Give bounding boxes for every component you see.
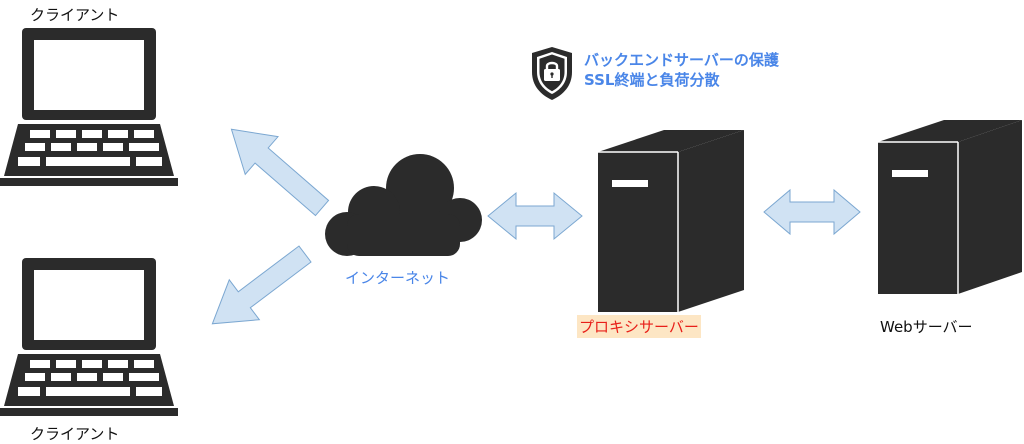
shield-lock-icon	[532, 47, 572, 100]
feature-ssl-load-balancing: SSL終端と負荷分散	[584, 71, 720, 89]
proxy-server-label: プロキシサーバー	[577, 315, 701, 338]
proxy-server-icon	[598, 130, 744, 312]
web-server-icon	[878, 120, 1022, 294]
client-label-bottom: クライアント	[30, 425, 120, 443]
web-server-label: Webサーバー	[880, 318, 973, 336]
laptop-icon-top	[0, 28, 178, 186]
internet-label: インターネット	[345, 269, 451, 287]
cloud-icon	[325, 154, 482, 256]
proxy-features: バックエンドサーバーの保護 SSL終端と負荷分散	[584, 50, 779, 90]
laptop-icon-bottom	[0, 258, 178, 416]
arrow-proxy-web	[763, 188, 861, 236]
arrow-to-client-bottom	[211, 245, 312, 325]
client-label-top: クライアント	[30, 6, 120, 24]
arrow-to-client-top	[230, 128, 330, 217]
arrow-internet-proxy	[487, 191, 583, 241]
feature-backend-protection: バックエンドサーバーの保護	[584, 51, 779, 69]
